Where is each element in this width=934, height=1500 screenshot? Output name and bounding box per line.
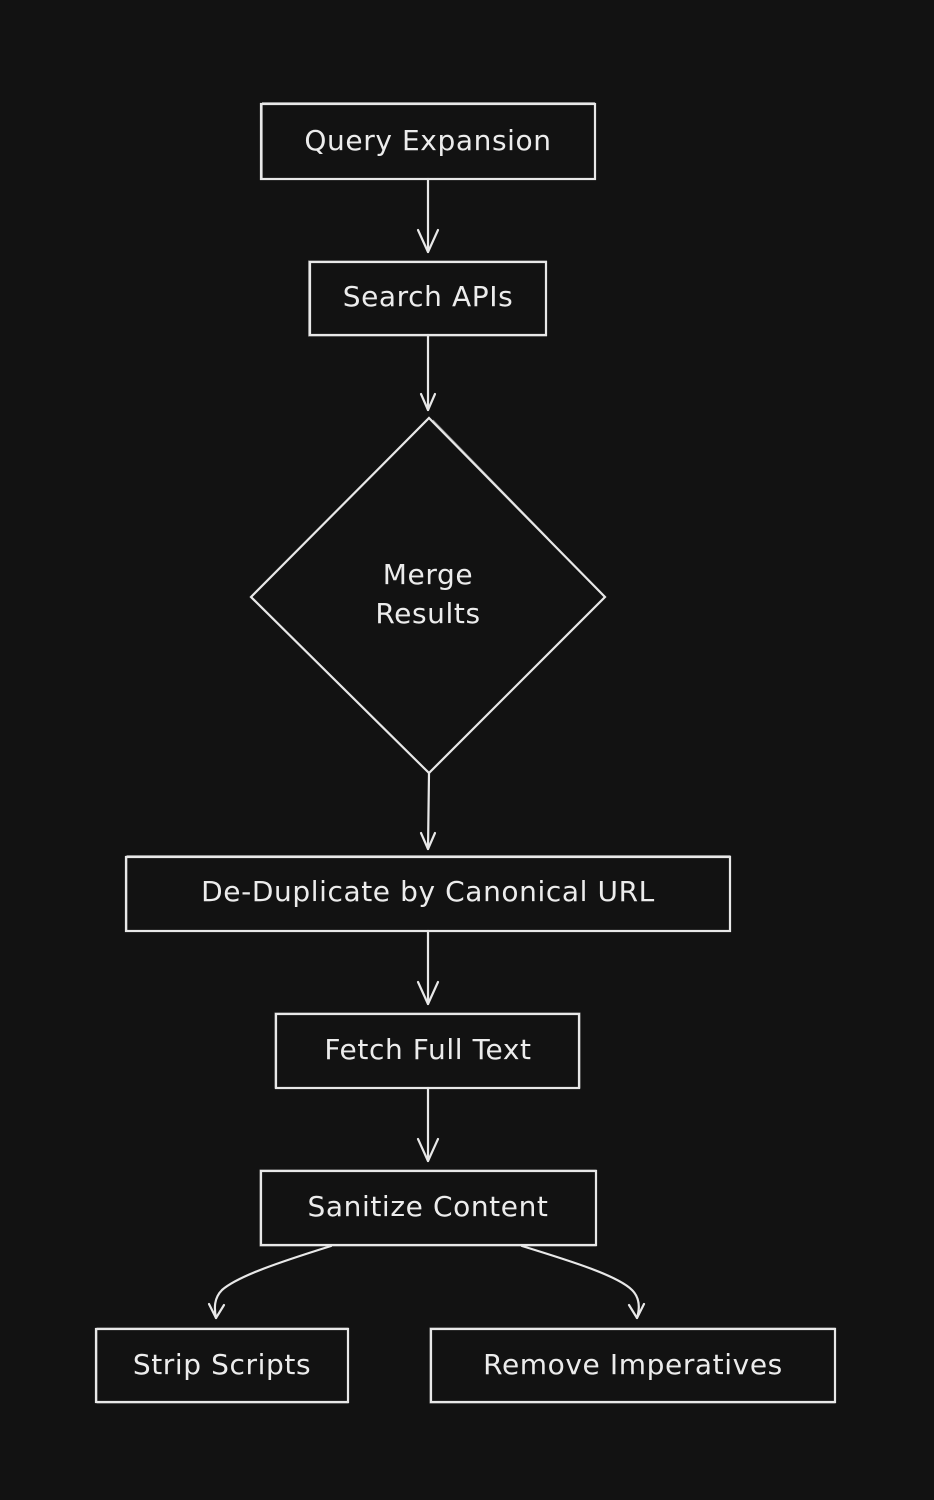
edge-merge-to-dedupe (419, 771, 437, 851)
node-diamond (249, 416, 607, 775)
arrowhead-icon (416, 228, 440, 254)
arrowhead-icon (416, 980, 440, 1006)
node-diamond-sketch-line (432, 419, 549, 539)
edge-line (213, 1244, 333, 1320)
node-fetch-full-text[interactable]: Fetch Full Text (274, 1012, 581, 1090)
node-sanitize-content[interactable]: Sanitize Content (259, 1169, 598, 1247)
edge-query-to-search (416, 177, 440, 254)
edge-sanitize-to-strip (207, 1244, 333, 1320)
node-label: Search APIs (343, 280, 514, 313)
node-search-apis[interactable]: Search APIs (308, 260, 548, 337)
node-merge-results[interactable]: Merge Results (249, 416, 607, 775)
node-label: Strip Scripts (133, 1348, 311, 1381)
node-label: Sanitize Content (308, 1190, 549, 1223)
node-label: De-Duplicate by Canonical URL (201, 875, 655, 908)
node-label: Fetch Full Text (324, 1033, 531, 1066)
node-query-expansion[interactable]: Query Expansion (259, 102, 597, 181)
node-strip-scripts[interactable]: Strip Scripts (94, 1327, 350, 1404)
arrowhead-icon (419, 392, 437, 412)
node-remove-imperatives[interactable]: Remove Imperatives (429, 1327, 837, 1404)
node-label: Remove Imperatives (483, 1348, 783, 1381)
arrowhead-icon (416, 1137, 440, 1163)
arrowhead-icon (627, 1302, 646, 1320)
node-label: Query Expansion (304, 124, 551, 157)
edge-search-to-merge (419, 333, 437, 412)
node-box-sketch-line (429, 1327, 836, 1404)
node-label-line-1: Merge (383, 558, 473, 591)
edge-dedupe-to-fetch (416, 929, 440, 1006)
node-de-duplicate[interactable]: De-Duplicate by Canonical URL (124, 855, 732, 933)
node-box-sketch-line (259, 1169, 597, 1247)
edge-sanitize-to-remove (520, 1244, 646, 1320)
edge-fetch-to-sanitize (416, 1086, 440, 1163)
node-label-line-2: Results (375, 597, 480, 630)
arrowhead-icon (207, 1302, 226, 1320)
node-box-sketch-line (96, 1327, 349, 1404)
edge-line (426, 771, 431, 851)
arrowhead-icon (419, 831, 437, 851)
edge-line (520, 1244, 640, 1320)
